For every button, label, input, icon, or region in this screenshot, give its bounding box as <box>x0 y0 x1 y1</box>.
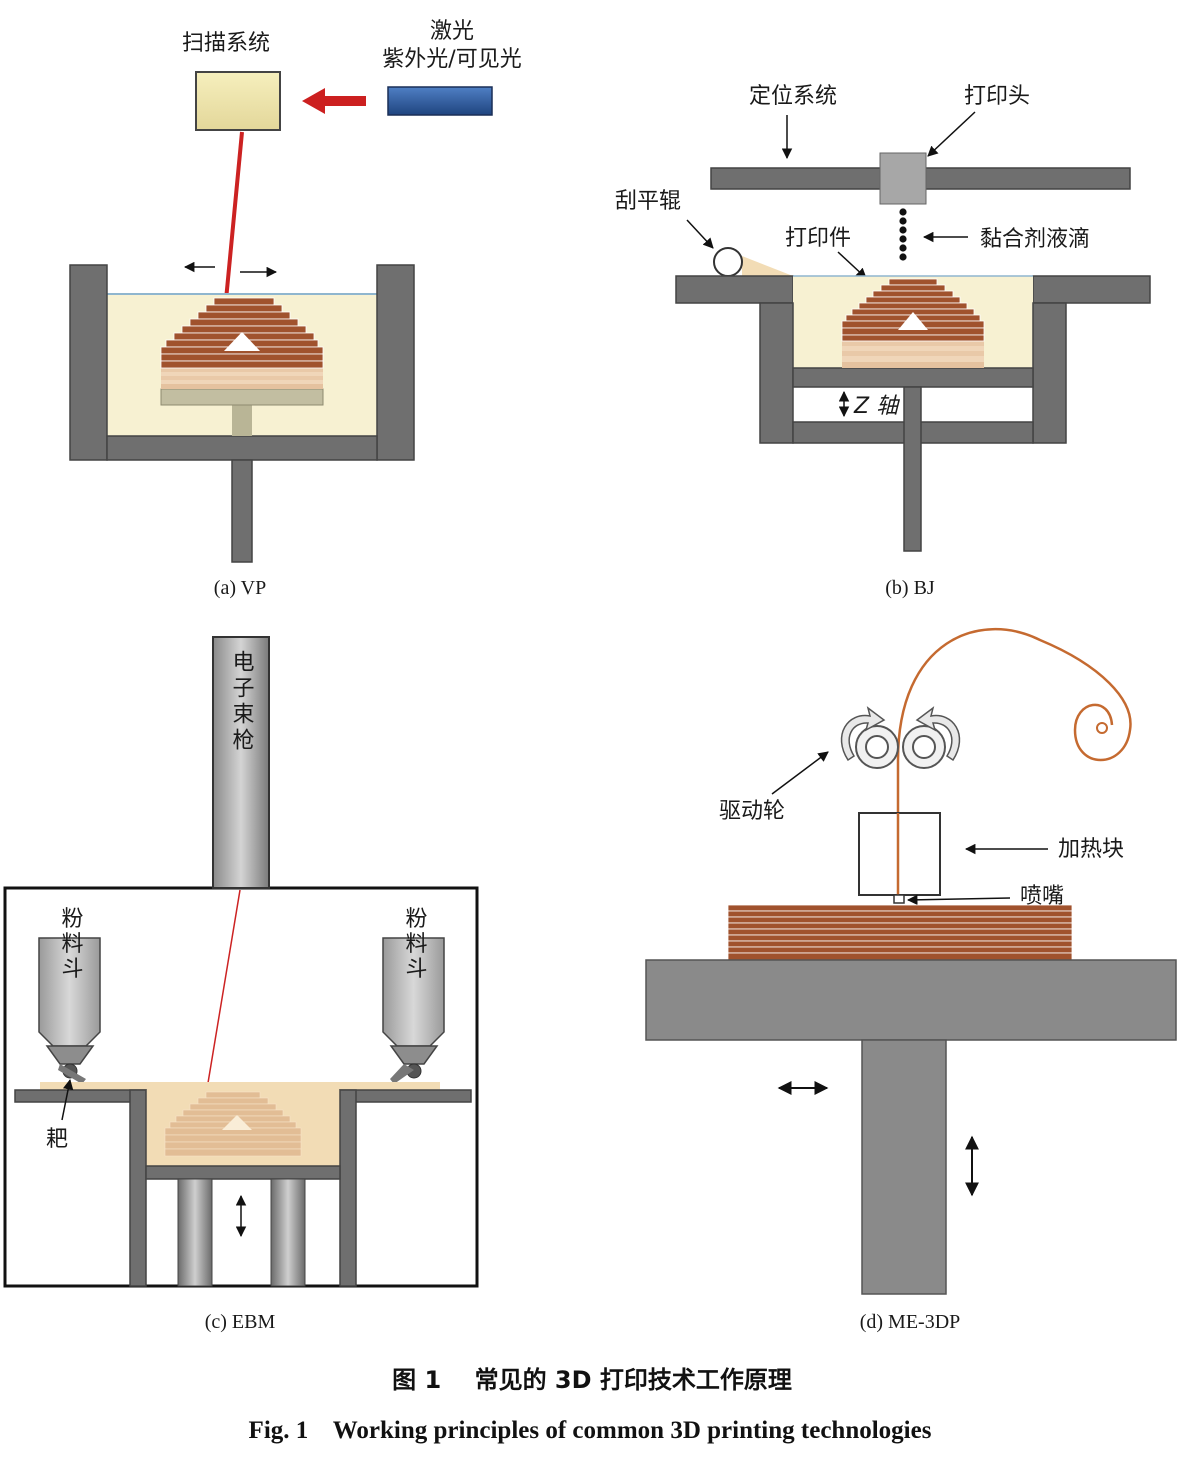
filament <box>896 627 1132 898</box>
hopper-left <box>38 937 101 1084</box>
figure-title-en: Fig. 1 Working principles of common 3D p… <box>249 1417 932 1444</box>
drive-wheel-arrow-icon <box>771 751 829 795</box>
printed-part-ebm <box>164 1091 302 1157</box>
light-source-label: 紫外光/可见光 <box>382 47 521 72</box>
bj-part-cavity <box>898 312 928 330</box>
powder-wedge <box>742 256 793 276</box>
roller-label: 刮平辊 <box>615 189 681 214</box>
binder-droplet-label: 黏合剂液滴 <box>980 227 1090 252</box>
caption-b: (b) BJ <box>885 577 935 599</box>
filament-spool-center <box>1096 722 1108 734</box>
cured-layers-light <box>161 368 323 389</box>
z-axis-label: Z 轴 <box>853 394 900 419</box>
printhead-label: 打印头 <box>964 84 1030 109</box>
panel-d-me3dp: 驱动轮 加热块 喷嘴 (d) ME-3DP <box>645 627 1177 1333</box>
hopper-right <box>382 937 445 1084</box>
binder-droplets <box>899 208 907 261</box>
ebm-left-wall <box>129 1089 147 1287</box>
printed-part-label: 打印件 <box>785 226 851 251</box>
ebm-build-platform <box>145 1165 341 1180</box>
bed-column <box>861 1039 947 1295</box>
build-platform <box>160 388 324 406</box>
hopper-right-label: 粉料斗 <box>402 907 428 982</box>
ebm-left-shelf <box>14 1089 147 1103</box>
bj-left-wall <box>759 302 794 444</box>
bj-build-platform <box>792 367 1034 388</box>
caption-a: (a) VP <box>214 577 266 599</box>
platform-shaft-in-resin <box>232 405 252 436</box>
caption-d: (d) ME-3DP <box>860 1311 961 1333</box>
drive-wheels <box>855 725 946 769</box>
figure-title-cn: 图 1 常见的 3D 打印技术工作原理 <box>392 1366 792 1394</box>
panel-b-bj: 定位系统 打印头 黏合剂液滴 刮平辊 打印件 <box>615 84 1151 599</box>
platform-shaft <box>231 459 253 563</box>
panel-c-ebm: 电子束枪 粉料斗 粉料斗 <box>3 636 479 1333</box>
ebm-column-right <box>270 1178 306 1287</box>
rotation-arrows-icon <box>840 706 961 762</box>
vat-right-wall <box>376 264 415 461</box>
heater-block <box>858 812 941 896</box>
heater-label: 加热块 <box>1058 837 1124 862</box>
printhead-arrow-icon <box>927 111 976 157</box>
laser-label: 激光 <box>430 19 474 44</box>
nozzle-arrow-icon <box>906 894 1011 906</box>
bj-right-wall <box>1032 302 1067 444</box>
ebm-column-left <box>177 1178 213 1287</box>
hopper-left-label: 粉料斗 <box>58 907 84 982</box>
vat-left-wall <box>69 264 108 461</box>
leveling-roller <box>713 247 743 277</box>
laser-beam <box>224 131 244 301</box>
laser-source-box <box>387 86 493 116</box>
rake-label: 耙 <box>46 1127 68 1152</box>
printed-part-bj <box>841 278 985 342</box>
ebm-right-wall <box>339 1089 357 1287</box>
printhead-block <box>879 152 927 205</box>
printed-part-vp <box>160 297 324 369</box>
roller-arrow-icon <box>686 219 714 249</box>
print-bed <box>645 959 1177 1041</box>
vat-floor <box>106 435 378 461</box>
electron-beam <box>205 889 241 1096</box>
bj-piston-rod <box>903 386 922 552</box>
drive-wheel-label: 驱动轮 <box>719 799 785 824</box>
powder-layer-top <box>40 1082 440 1090</box>
bj-left-plate <box>675 275 794 304</box>
deposited-layers <box>727 904 1073 961</box>
caption-c: (c) EBM <box>205 1311 276 1333</box>
positioning-system-label: 定位系统 <box>749 84 837 109</box>
printed-part-bj-light <box>842 341 984 368</box>
panel-a-vp: 扫描系统 激光 紫外光/可见光 <box>69 19 522 599</box>
scan-system-label: 扫描系统 <box>182 31 270 56</box>
part-arrow-icon <box>837 251 867 279</box>
bj-right-plate <box>1032 275 1151 304</box>
part-cavity <box>224 332 260 351</box>
gun-label: 电子束枪 <box>229 650 255 754</box>
scan-system-box <box>195 71 281 131</box>
ebm-right-shelf <box>339 1089 472 1103</box>
nozzle <box>893 894 905 904</box>
rake-arrow-icon <box>61 1078 74 1121</box>
electron-beam-gun <box>212 636 270 889</box>
laser-direction-arrow-icon <box>302 88 366 114</box>
